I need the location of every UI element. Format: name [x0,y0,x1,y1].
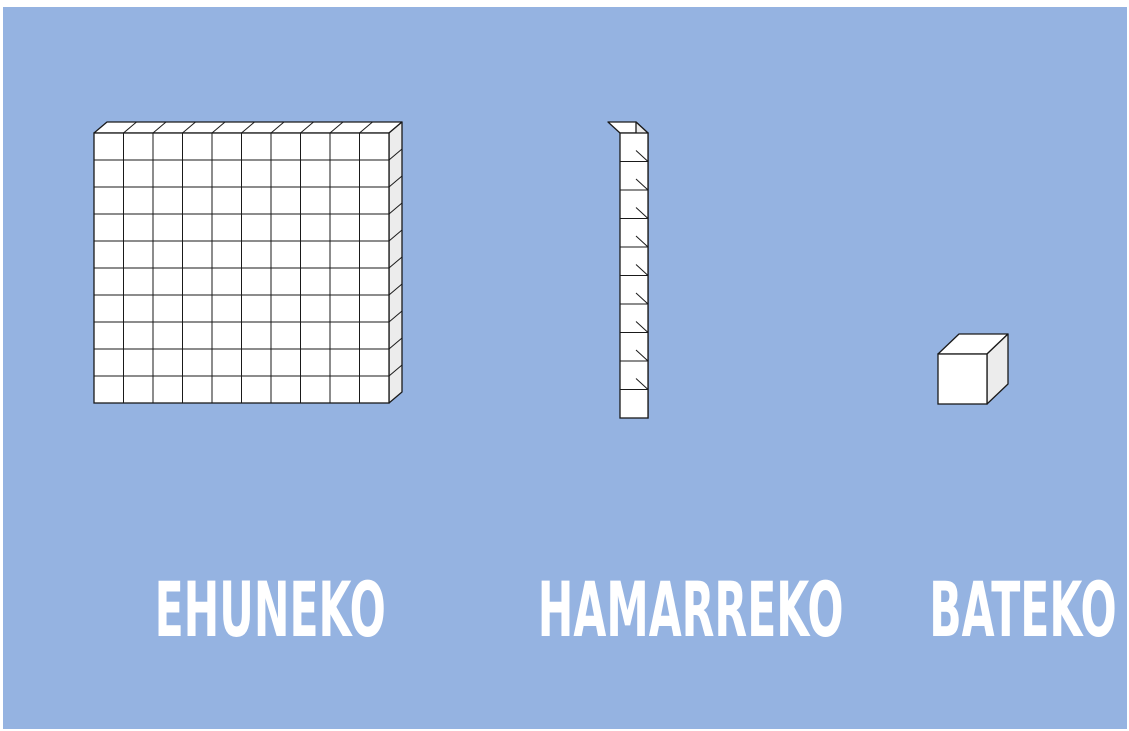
ones-label: BATEKO [929,555,1047,665]
ones-front-face [938,354,987,404]
hundreds-flat-block [94,122,402,403]
tens-label: HAMARREKO [538,555,728,665]
hundreds-label: EHUNEKO [155,555,312,665]
ones-unit-cube [938,334,1008,404]
slide: EHUNEKO HAMARREKO BATEKO [3,7,1127,729]
